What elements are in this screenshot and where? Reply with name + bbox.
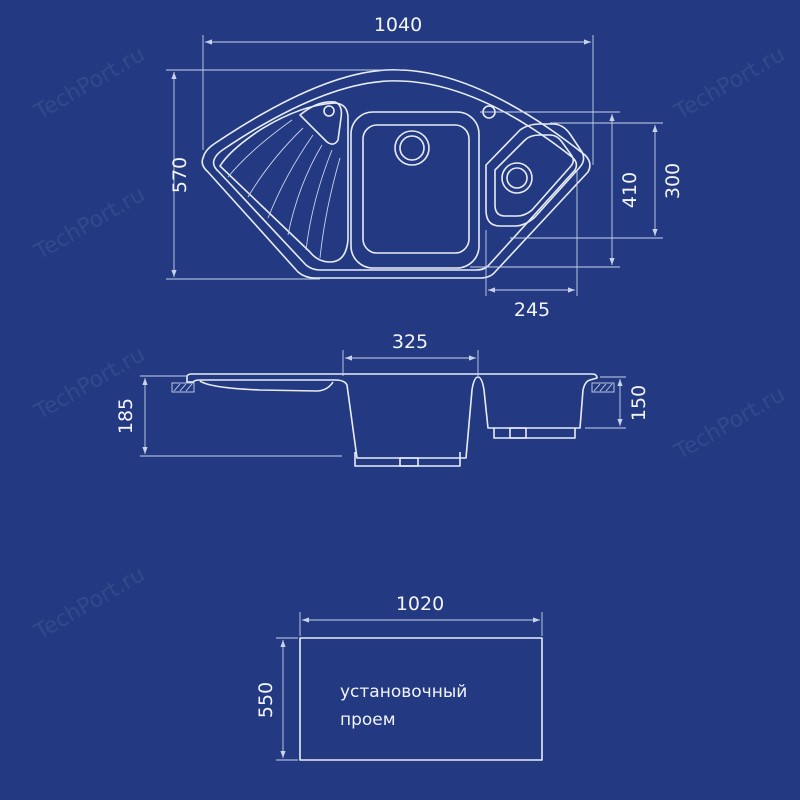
svg-text:TechPort.ru: TechPort.ru [30, 182, 150, 266]
countertop-section-left [171, 382, 195, 393]
small-bowl-width-dim-245: 245 [514, 299, 550, 321]
depth-dim-570: 570 [169, 157, 191, 193]
height-dim-185: 185 [115, 398, 137, 434]
bowl-width-dim-325: 325 [392, 331, 428, 353]
drain-triangle [299, 100, 343, 145]
svg-text:TechPort.ru: TechPort.ru [670, 42, 790, 126]
cutout-view: 1020 550 [255, 593, 543, 761]
main-bowl [350, 111, 480, 269]
width-dim-1040: 1040 [374, 14, 422, 36]
drainboard [219, 102, 349, 263]
cutout-width-dim-1020: 1020 [396, 593, 444, 615]
sink-profile [186, 373, 598, 459]
sink-outline [201, 69, 591, 279]
countertop-section-right [591, 382, 615, 393]
cutout-label-line1: установочный [340, 682, 468, 702]
cutout-height-dim-550: 550 [255, 682, 277, 718]
small-bowl-depth-dim-300: 300 [662, 163, 684, 199]
cutout-rectangle [299, 637, 543, 761]
small-bowl [485, 123, 585, 227]
bowl-depth-dim-410: 410 [619, 172, 641, 208]
svg-text:TechPort.ru: TechPort.ru [30, 562, 150, 646]
cutout-label-line2: проем [340, 710, 396, 730]
svg-text:TechPort.ru: TechPort.ru [670, 382, 790, 466]
drain-hole-icon [323, 105, 335, 117]
small-bowl-height-dim-150: 150 [628, 385, 650, 421]
side-view: 325 185 150 [115, 331, 650, 467]
cutout-label: установочный проем [340, 678, 467, 734]
svg-text:TechPort.ru: TechPort.ru [30, 42, 150, 126]
main-drain-icon [394, 130, 430, 166]
top-view: 1040 570 410 300 245 [166, 14, 684, 321]
small-drain-icon [501, 162, 533, 194]
